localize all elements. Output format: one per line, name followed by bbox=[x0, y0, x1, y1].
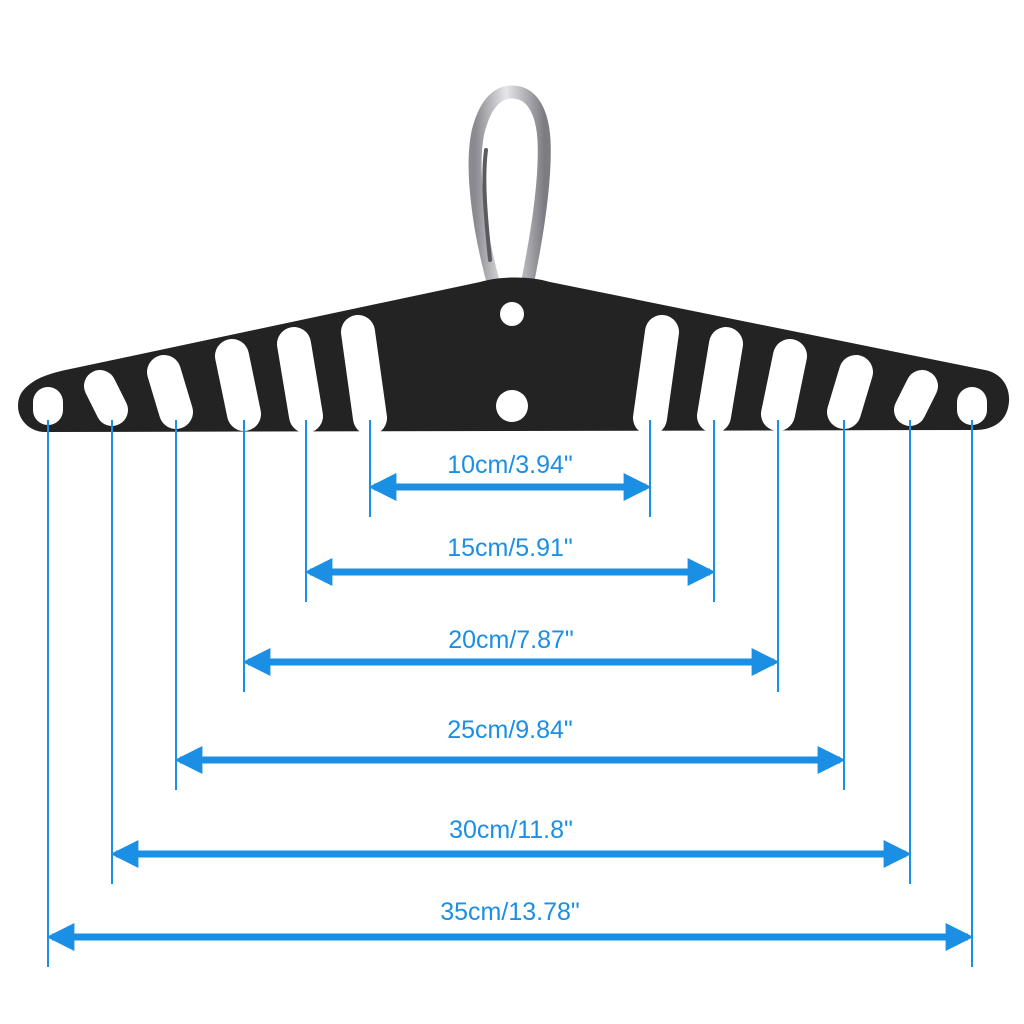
mounting-slot bbox=[761, 339, 807, 431]
mounting-slot bbox=[215, 339, 261, 431]
mounting-slot bbox=[341, 315, 387, 435]
dimension-annotations: 10cm/3.94" 15cm/5.91" 20cm/7.87" 25cm/9.84"… bbox=[46, 420, 974, 967]
mounting-slot bbox=[827, 355, 873, 429]
hook-mount-hole bbox=[500, 302, 524, 326]
dimension-label: 10cm/3.94" bbox=[447, 451, 573, 479]
mounting-slot bbox=[697, 327, 743, 433]
dimension-label: 35cm/13.78" bbox=[440, 898, 580, 926]
mounting-slot bbox=[147, 355, 193, 429]
center-hole bbox=[496, 390, 528, 422]
dimension-label: 15cm/5.91" bbox=[447, 534, 573, 562]
mounting-slot bbox=[277, 327, 323, 433]
dimension-label: 20cm/7.87" bbox=[448, 626, 574, 654]
hanger-bar bbox=[18, 277, 1010, 435]
dimension-label: 30cm/11.8" bbox=[449, 816, 573, 844]
mounting-slot bbox=[84, 370, 128, 426]
mounting-slot bbox=[633, 315, 679, 435]
mounting-slot bbox=[894, 370, 938, 426]
dimension-label: 25cm/9.84" bbox=[447, 716, 573, 744]
